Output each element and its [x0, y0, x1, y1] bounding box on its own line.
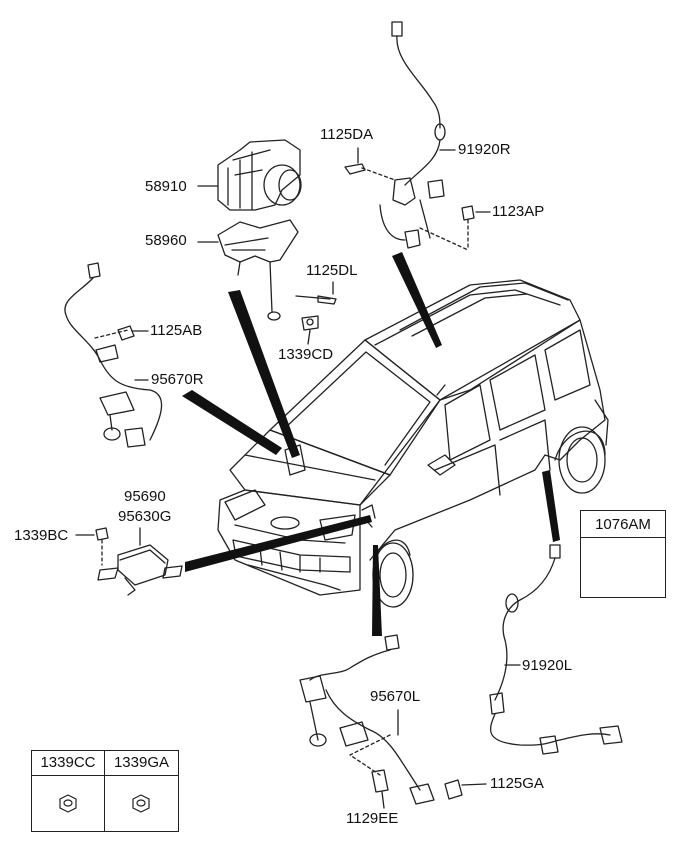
- legend-col-1339CC: 1339CC: [40, 754, 96, 771]
- nut-1339CC-icon: [59, 794, 77, 813]
- label-1076AM: 1076AM: [595, 516, 651, 533]
- label-58910: 58910: [145, 178, 187, 195]
- pointer-91920L: [542, 470, 560, 542]
- abs-hydraulic-unit: [217, 139, 302, 211]
- nut-1339GA-icon: [132, 794, 150, 813]
- pointer-58910: [228, 290, 300, 458]
- wheel-sensor-cable-left: [489, 544, 623, 755]
- label-1339BC: 1339BC: [14, 527, 69, 544]
- pointer-95690: [185, 515, 372, 572]
- abs-bracket: [217, 219, 299, 321]
- abs-sensor-right: [64, 262, 163, 448]
- wheel-sensor-cable-right: [379, 21, 446, 249]
- label-95630G: 95630G: [118, 508, 172, 525]
- label-95670R: 95670R: [151, 371, 204, 388]
- abs-sensor-left: [299, 634, 435, 805]
- label-95690: 95690: [124, 488, 166, 505]
- nut-icons: [59, 794, 150, 813]
- label-1125DL: 1125DL: [306, 262, 358, 279]
- label-1125AB: 1125AB: [150, 322, 203, 339]
- legend-table: 1339CC 1339GA: [31, 750, 179, 832]
- pointer-95670L: [372, 545, 382, 636]
- legend-col-1339GA: 1339GA: [113, 754, 170, 771]
- label-1123AP: 1123AP: [492, 203, 545, 220]
- yaw-rate-sensor: [97, 527, 183, 596]
- label-1125GA: 1125GA: [490, 775, 544, 792]
- label-1339CD: 1339CD: [278, 346, 334, 363]
- label-95670L: 95670L: [370, 688, 421, 705]
- pointer-95670R: [182, 390, 282, 455]
- label-1129EE: 1129EE: [346, 810, 399, 827]
- pointer-91920R: [392, 252, 442, 348]
- label-91920R: 91920R: [458, 141, 511, 158]
- label-91920L: 91920L: [522, 657, 573, 674]
- label-58960: 58960: [145, 232, 187, 249]
- part-box-1076AM: 1076AM: [580, 510, 666, 598]
- label-1125DA: 1125DA: [320, 126, 374, 143]
- vehicle-illustration: [217, 279, 609, 608]
